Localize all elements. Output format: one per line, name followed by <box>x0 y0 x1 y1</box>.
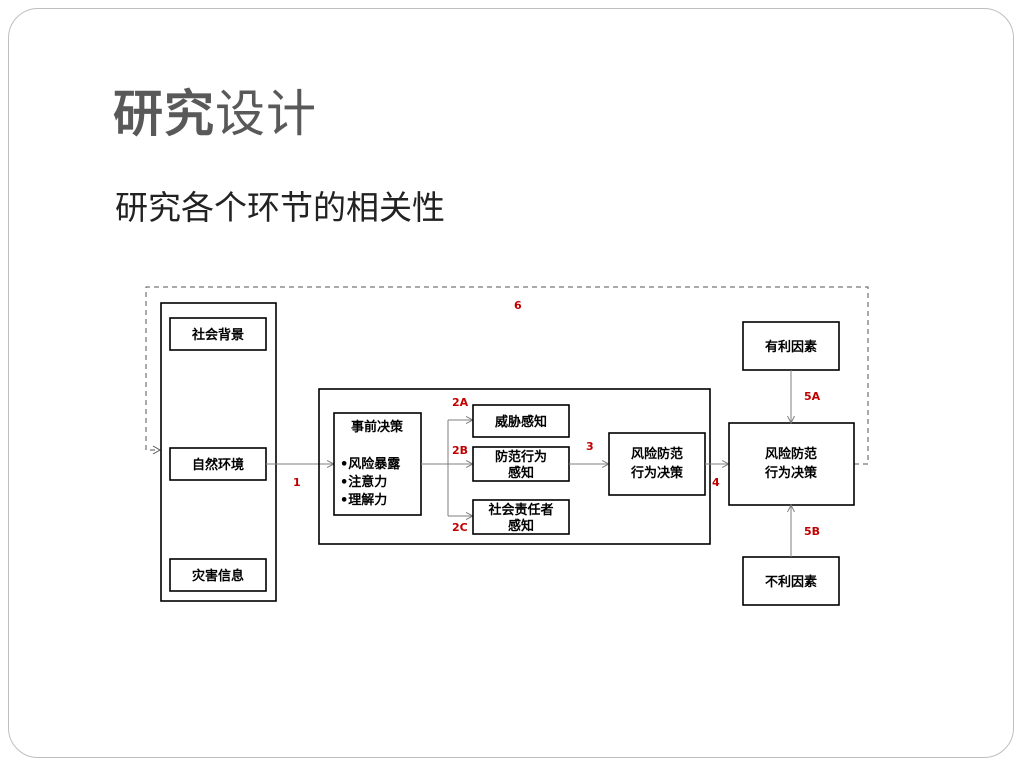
label-2c: 2C <box>452 521 468 534</box>
pre-decision-item: •注意力 <box>340 474 387 490</box>
label-4: 4 <box>712 476 720 489</box>
label-3: 3 <box>586 440 594 453</box>
threat-perception-label: 威胁感知 <box>495 414 547 430</box>
outer-decision-line1: 风险防范 <box>765 446 817 462</box>
outer-decision-line2: 行为决策 <box>764 465 818 481</box>
protective-perception-box <box>472 446 570 482</box>
disaster-info-box <box>169 558 267 592</box>
label-5b: 5B <box>804 525 820 538</box>
natural-environment-label: 自然环境 <box>192 457 244 473</box>
label-1: 1 <box>293 476 301 489</box>
slide-title: 研究设计 <box>113 84 317 144</box>
pre-decision-box <box>333 412 422 516</box>
social-perception-line2: 感知 <box>508 518 534 534</box>
outer-decision-box <box>728 422 855 506</box>
social-context-label: 社会背景 <box>191 327 244 343</box>
protective-perception-line2: 感知 <box>508 465 534 481</box>
natural-environment-box <box>169 447 267 481</box>
inner-decision-line1: 风险防范 <box>631 446 683 462</box>
label-2a: 2A <box>452 396 469 409</box>
label-5a: 5A <box>804 390 821 403</box>
slide-subtitle: 研究各个环节的相关性 <box>115 188 445 227</box>
pre-decision-item: •理解力 <box>340 492 387 508</box>
threat-perception-box <box>472 404 570 438</box>
protective-perception-line1: 防范行为 <box>495 449 547 465</box>
social-perception-line1: 社会责任者 <box>487 502 553 518</box>
feedback-loop-6 <box>145 286 869 465</box>
unfavorable-factors-box <box>742 556 840 606</box>
title-rest: 设计 <box>215 85 317 143</box>
label-6: 6 <box>514 299 522 312</box>
label-2b: 2B <box>452 444 468 457</box>
inner-decision-box <box>608 432 706 496</box>
title-bold: 研究 <box>113 85 215 143</box>
pre-decision-heading: 事前决策 <box>351 419 404 435</box>
disaster-info-label: 灾害信息 <box>192 568 244 584</box>
pre-decision-item: •风险暴露 <box>340 456 401 472</box>
feedback-arrowhead <box>152 445 162 455</box>
social-perception-box <box>472 499 570 535</box>
slide-frame <box>8 8 1014 758</box>
favorable-factors-label: 有利因素 <box>765 339 817 355</box>
social-context-box <box>169 317 267 351</box>
unfavorable-factors-label: 不利因素 <box>765 574 817 590</box>
middle-group-box <box>318 388 711 545</box>
inner-decision-line2: 行为决策 <box>630 465 684 481</box>
